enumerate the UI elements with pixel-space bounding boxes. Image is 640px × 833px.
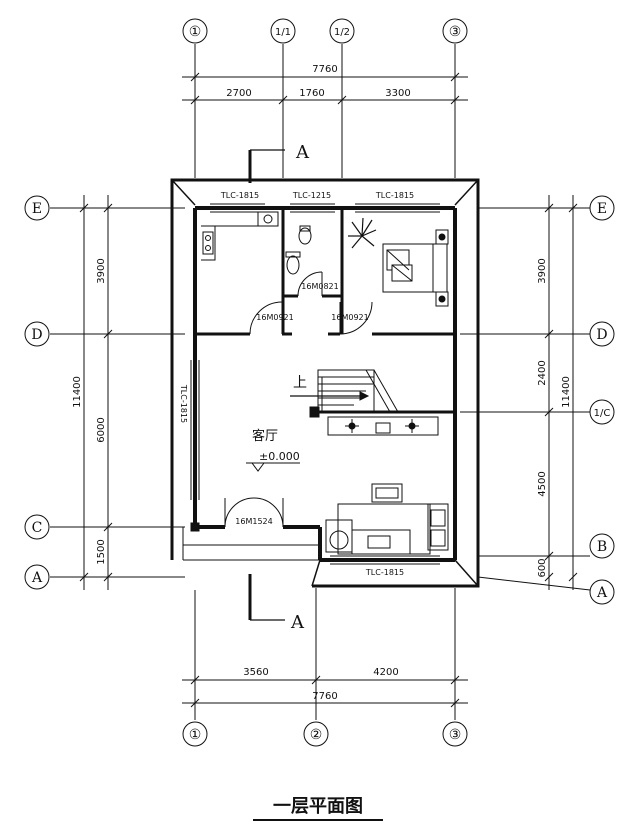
right-span-1: 3900: [537, 258, 548, 283]
left-dimension-group: [24, 195, 185, 590]
axis-left-c: C: [32, 520, 43, 536]
axis-right-d: D: [596, 327, 607, 343]
bottom-dimension-group: [182, 588, 468, 747]
window-label-living-side: TLC-1815: [179, 384, 188, 423]
bathroom-fixtures: [285, 225, 312, 275]
left-span-1: 3900: [96, 258, 107, 283]
right-span-3: 4500: [537, 471, 548, 496]
axis-bottom-1: ①: [189, 727, 202, 743]
axis-top-1: ①: [189, 24, 202, 40]
bottom-span-1: 3560: [243, 667, 268, 678]
bedroom-furniture: [348, 217, 449, 307]
section-marker-top: [248, 149, 285, 183]
room-label-living: 客厅: [252, 428, 278, 444]
door-label-bedroom: 16M0921: [331, 313, 368, 322]
axis-top-1-2: 1/2: [334, 27, 350, 38]
axis-bottom-2: ②: [310, 727, 323, 743]
right-dimension-group: [460, 195, 615, 605]
left-total-dim: 11400: [72, 376, 83, 408]
axis-left-d: D: [31, 327, 42, 343]
door-label-kitchen: 16M0921: [256, 313, 293, 322]
section-marker-bottom: [248, 574, 285, 621]
left-span-3: 1500: [96, 539, 107, 564]
axis-top-3: ③: [449, 24, 462, 40]
window-label-bath: TLC-1215: [292, 191, 331, 200]
right-total-dim: 11400: [561, 376, 572, 408]
right-span-2: 2400: [537, 360, 548, 385]
window-label-bedroom: TLC-1815: [375, 191, 414, 200]
window-label-kitchen: TLC-1815: [220, 191, 259, 200]
axis-left-a: A: [31, 570, 43, 586]
bottom-span-2: 4200: [373, 667, 398, 678]
top-total-dim: 7760: [312, 64, 337, 75]
axis-right-1c: 1/C: [594, 408, 611, 419]
door-swings: [224, 271, 373, 528]
top-dimension-group: [182, 18, 468, 178]
staircase: [290, 369, 399, 413]
section-label-bottom: A: [290, 612, 305, 633]
building-outline: [170, 178, 480, 588]
top-span-2: 1760: [299, 88, 324, 99]
axis-bottom-3: ③: [449, 727, 462, 743]
door-label-entry: 16M1524: [235, 517, 272, 526]
elevation-label: ±0.000: [259, 450, 300, 463]
axis-left-e: E: [32, 201, 42, 217]
right-span-4: 600: [537, 558, 548, 577]
bottom-total-dim: 7760: [312, 691, 337, 702]
axis-right-a: A: [596, 585, 608, 601]
door-label-bath: 16M0821: [301, 282, 338, 291]
drawing-title: 一层平面图: [273, 796, 363, 817]
left-span-2: 6000: [96, 417, 107, 442]
section-label-top: A: [295, 142, 310, 163]
axis-top-1-1: 1/1: [275, 27, 291, 38]
living-room-furniture: [325, 416, 449, 555]
stair-up-label: 上: [293, 375, 307, 391]
elevation-marker: [246, 462, 300, 472]
top-span-3: 3300: [385, 88, 410, 99]
kitchen-fixtures: [201, 211, 279, 261]
top-span-1: 2700: [226, 88, 251, 99]
axis-right-e: E: [597, 201, 607, 217]
window-label-bottom: TLC-1815: [365, 568, 404, 577]
axis-right-b: B: [597, 539, 607, 555]
